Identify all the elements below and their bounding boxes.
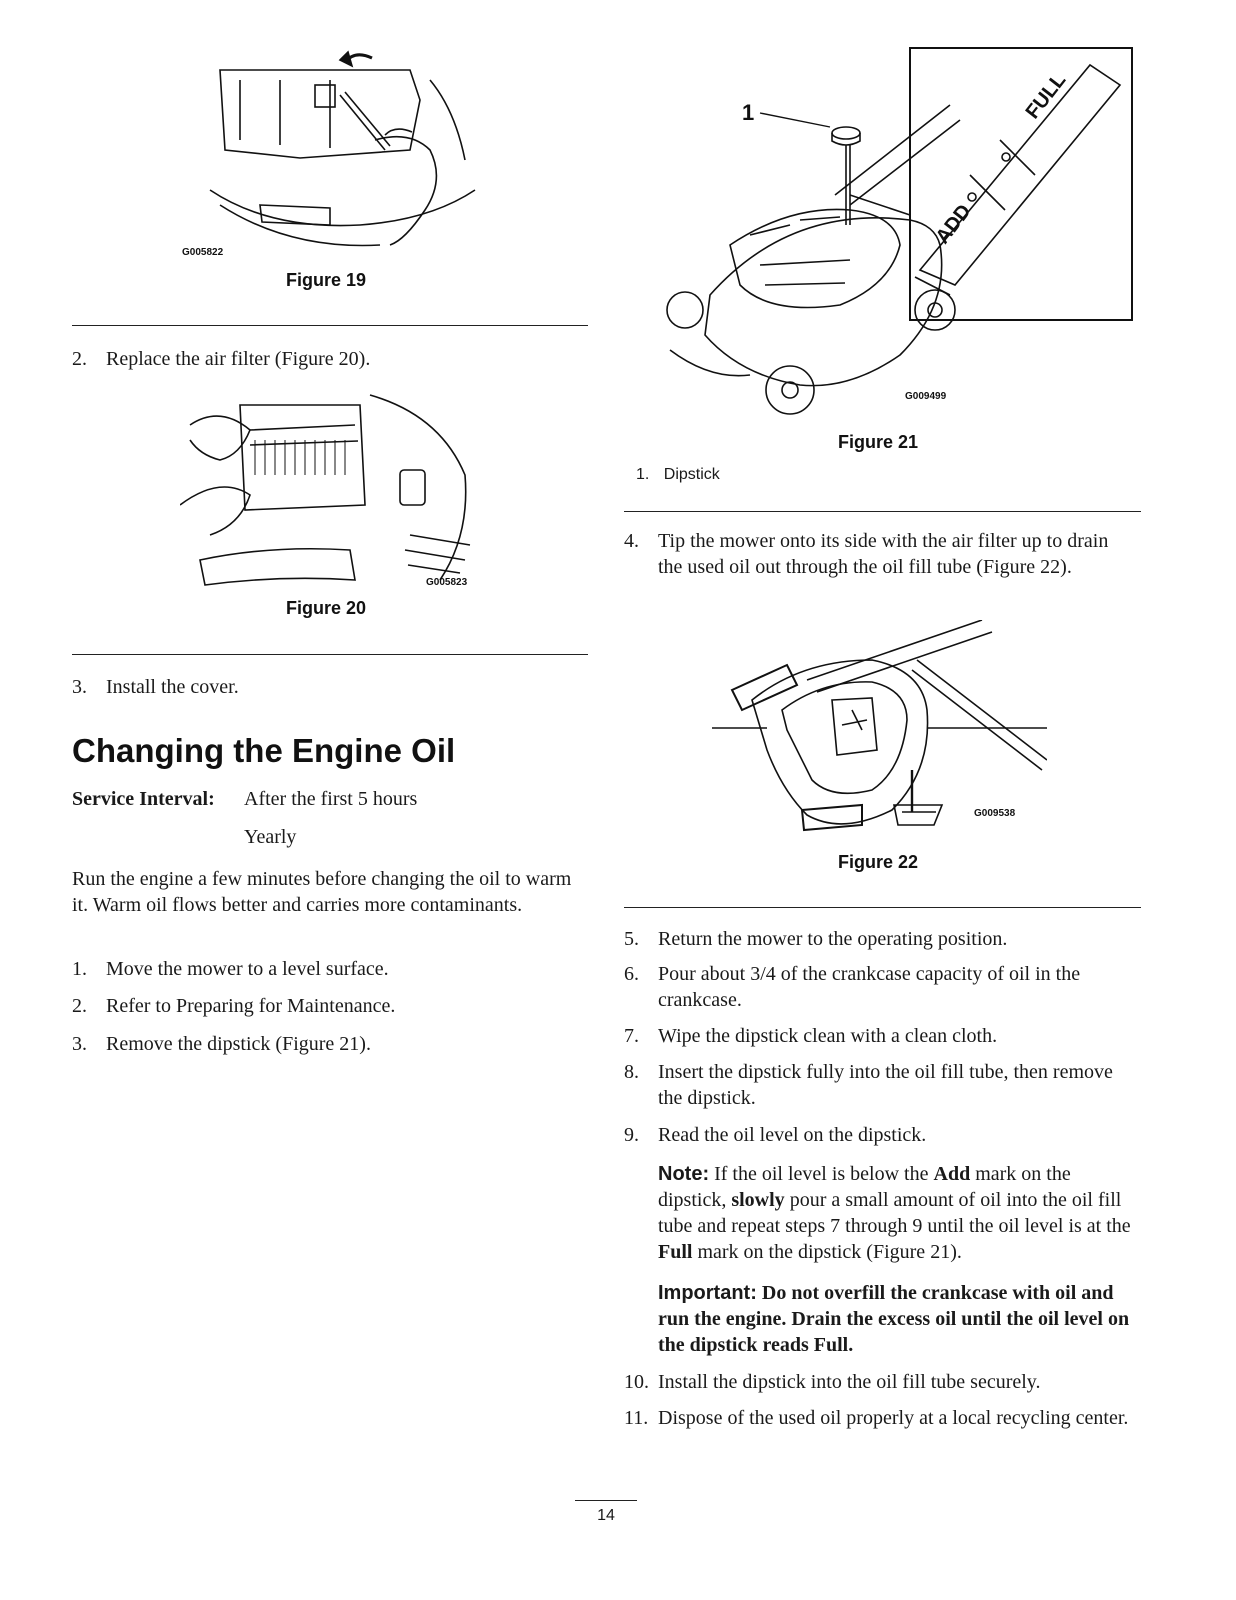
step-number: 5. [624,928,639,950]
divider [72,325,588,326]
step-number: 2. [72,348,87,370]
step-replace-filter: 2. Replace the air filter (Figure 20). [72,346,588,372]
step-text: Read the oil level on the dipstick. [658,1124,927,1146]
note-bold-full: Full [658,1241,693,1263]
figure-20-code: G005823 [426,577,468,588]
step-wipe-dipstick: 7. Wipe the dipstick clean with a clean … [624,1023,1124,1049]
step-number: 6. [624,963,639,985]
note-bold-add: Add [933,1163,971,1185]
legend-text: Dipstick [663,466,720,483]
step-insert-dipstick: 8. Insert the dipstick fully into the oi… [624,1059,1124,1111]
step-install-cover: 3. Install the cover. [72,674,588,700]
step-number: 11. [624,1407,649,1429]
note-bold-slowly: slowly [731,1189,785,1211]
note-text-1: If the oil level is below the [714,1163,929,1185]
important-label: Important: [658,1282,757,1304]
dipstick-full-label: FULL [1022,69,1071,123]
step-text: Install the cover. [106,676,239,698]
step-text: Replace the air filter (Figure 20). [106,348,371,370]
figure-19-code: G005822 [182,247,224,258]
service-interval-value-2: Yearly [244,826,297,848]
dipstick-add-label: ADD [932,200,976,248]
step-tip-mower: 4. Tip the mower onto its side with the … [624,528,1124,608]
step-number: 3. [72,1033,87,1055]
service-interval-value-1: After the first 5 hours [244,788,418,810]
service-interval: Service Interval: After the first 5 hour… [72,786,588,812]
step-number: 10. [624,1371,649,1393]
step-text: Tip the mower onto its side with the air… [658,530,1109,578]
page-number: 14 [575,1500,637,1525]
step-text: Refer to Preparing for Maintenance. [106,995,396,1017]
figure-21-caption: Figure 21 [838,432,919,452]
figure-20-illustration: G005823 [180,385,480,595]
step-number: 2. [72,995,87,1017]
step-number: 1. [72,958,87,980]
intro-paragraph: Run the engine a few minutes before chan… [72,868,572,916]
important-block: Important: Do not overfill the crankcase… [658,1280,1140,1358]
step-remove-dipstick: 3. Remove the dipstick (Figure 21). [72,1031,588,1057]
step-level-surface: 1. Move the mower to a level surface. [72,956,588,982]
figure-22-caption: Figure 22 [838,852,919,872]
step-pour-oil: 6. Pour about 3/4 of the crankcase capac… [624,961,1124,1013]
note-text-2: mark on the dipstick, [658,1163,1071,1211]
figure-21-legend-item: 1. Dipstick [636,466,720,484]
important-text: Do not overfill the crankcase with oil a… [658,1282,1130,1356]
divider [72,654,588,655]
legend-number: 1. [636,466,650,483]
figure-21-callout: 1 [742,100,754,125]
step-read-level: 9. Read the oil level on the dipstick. [624,1122,1124,1148]
note-block: Note: If the oil level is below the Add … [658,1161,1140,1265]
step-text: Move the mower to a level surface. [106,958,389,980]
step-number: 7. [624,1025,639,1047]
step-number: 3. [72,676,87,698]
step-preparing: 2. Refer to Preparing for Maintenance. [72,993,588,1019]
step-text: Remove the dipstick (Figure 21). [106,1033,371,1055]
service-interval-label: Service Interval: [72,788,215,810]
step-return-mower: 5. Return the mower to the operating pos… [624,926,1124,952]
step-text: Insert the dipstick fully into the oil f… [658,1061,1113,1109]
step-text: Dispose of the used oil properly at a lo… [658,1407,1129,1429]
note-text-3: pour a small amount of oil into the oil … [658,1189,1131,1237]
step-number: 8. [624,1061,639,1083]
section-heading: Changing the Engine Oil [72,732,456,769]
step-install-dipstick: 10. Install the dipstick into the oil fi… [624,1369,1140,1395]
figure-20-caption: Figure 20 [286,598,367,618]
step-text: Return the mower to the operating positi… [658,928,1008,950]
figure-19-illustration: G005822 [180,40,490,265]
figure-19-caption: Figure 19 [286,270,367,290]
step-number: 9. [624,1124,639,1146]
divider [624,907,1141,908]
step-number: 4. [624,530,639,552]
figure-21-code: G009499 [905,391,947,402]
divider [624,511,1141,512]
note-label: Note: [658,1163,710,1185]
figure-22-code: G009538 [974,808,1016,819]
step-text: Wipe the dipstick clean with a clean clo… [658,1025,998,1047]
figure-21-illustration: 1 ADD FULL G009499 [650,45,1135,415]
figure-22-illustration: G009538 [712,620,1047,845]
note-text-4: mark on the dipstick (Figure 21). [697,1241,962,1263]
step-text: Pour about 3/4 of the crankcase capacity… [658,963,1081,1011]
step-dispose-oil: 11. Dispose of the used oil properly at … [624,1405,1140,1457]
step-text: Install the dipstick into the oil fill t… [658,1371,1041,1393]
